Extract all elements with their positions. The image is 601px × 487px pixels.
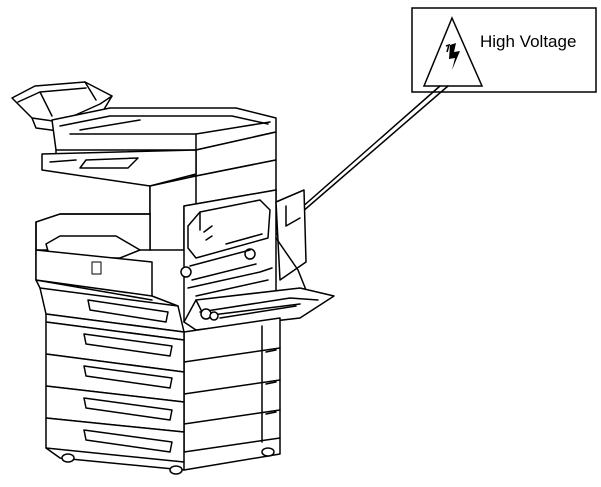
paper-drawer-5 bbox=[45, 417, 185, 463]
paper-drawer-2 bbox=[45, 321, 185, 373]
open-side-door bbox=[275, 189, 311, 301]
high-voltage-triangle-icon bbox=[422, 16, 484, 87]
paper-drawer-1 bbox=[39, 287, 185, 341]
paper-drawers-cabinet bbox=[39, 287, 281, 475]
copier-machine bbox=[11, 81, 335, 475]
main-body-left bbox=[35, 213, 153, 301]
open-front-cavity bbox=[180, 189, 277, 323]
document-feeder-unit bbox=[51, 107, 277, 177]
caster-wheels bbox=[61, 447, 275, 475]
transfer-unit bbox=[183, 287, 335, 339]
high-voltage-label-text: High Voltage bbox=[480, 32, 576, 51]
control-panel bbox=[41, 149, 197, 251]
paper-drawer-4 bbox=[45, 385, 185, 433]
high-voltage-warning-label: High Voltage bbox=[411, 7, 597, 93]
